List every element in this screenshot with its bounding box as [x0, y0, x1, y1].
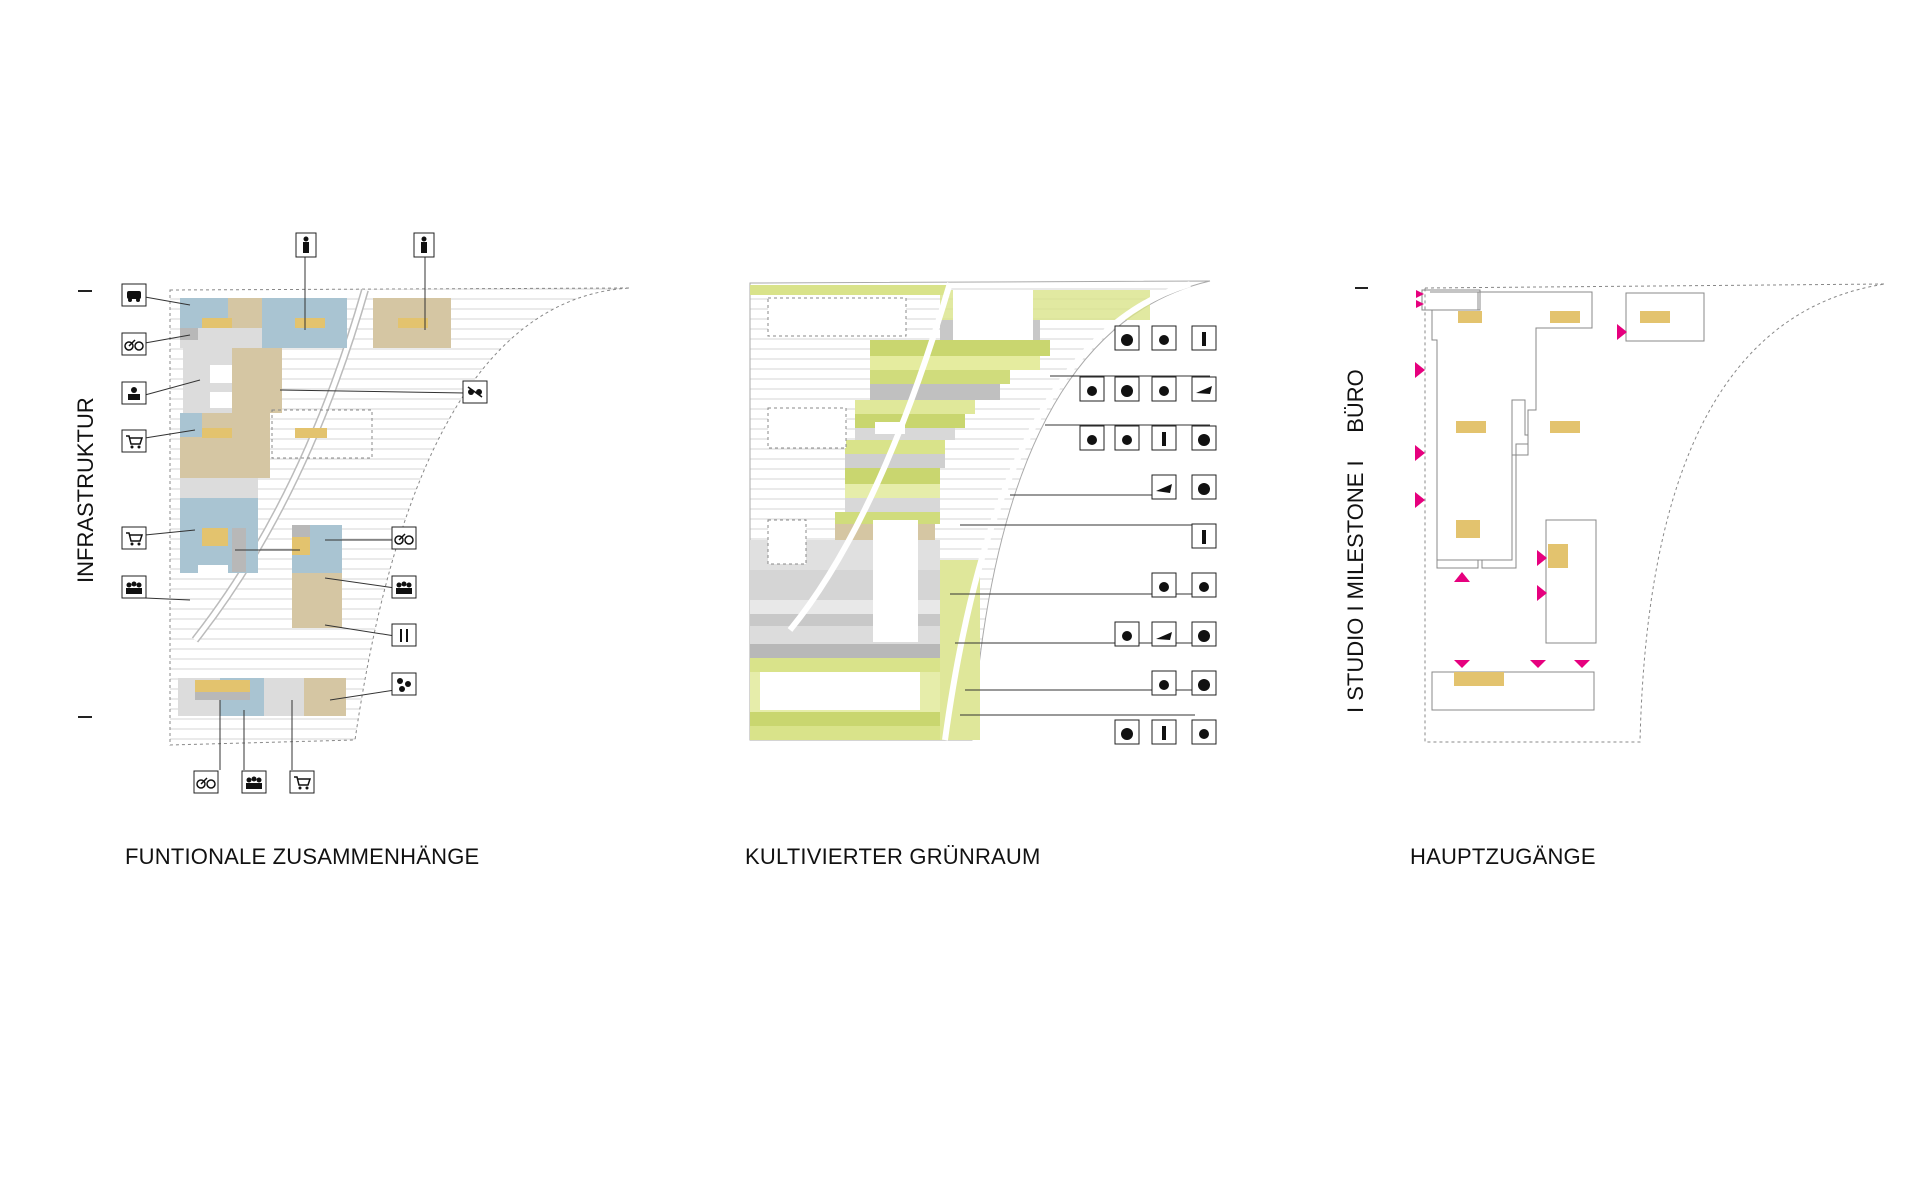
green-panel — [749, 280, 1217, 745]
access-caption: HAUPTZUGÄNGE — [1410, 844, 1596, 869]
green-caption: KULTIVIERTER GRÜNRAUM — [745, 844, 1041, 869]
activity-icons — [1079, 325, 1217, 745]
studio-milestone-label: I STUDIO I MILESTONE I — [1343, 460, 1368, 713]
site-outline — [169, 287, 631, 746]
infrastructure-icons — [121, 232, 488, 794]
block-a-tan — [228, 298, 262, 328]
functional-caption: FUNTIONALE ZUSAMMENHÄNGE — [125, 844, 480, 869]
infrastructure-label: INFRASTRUKTUR — [73, 397, 98, 583]
access-panel — [1355, 283, 1886, 743]
access-site-outline — [1424, 283, 1886, 743]
functional-panel — [78, 232, 631, 794]
access-arrows — [1415, 290, 1627, 668]
office-label: BÜRO — [1343, 369, 1368, 433]
